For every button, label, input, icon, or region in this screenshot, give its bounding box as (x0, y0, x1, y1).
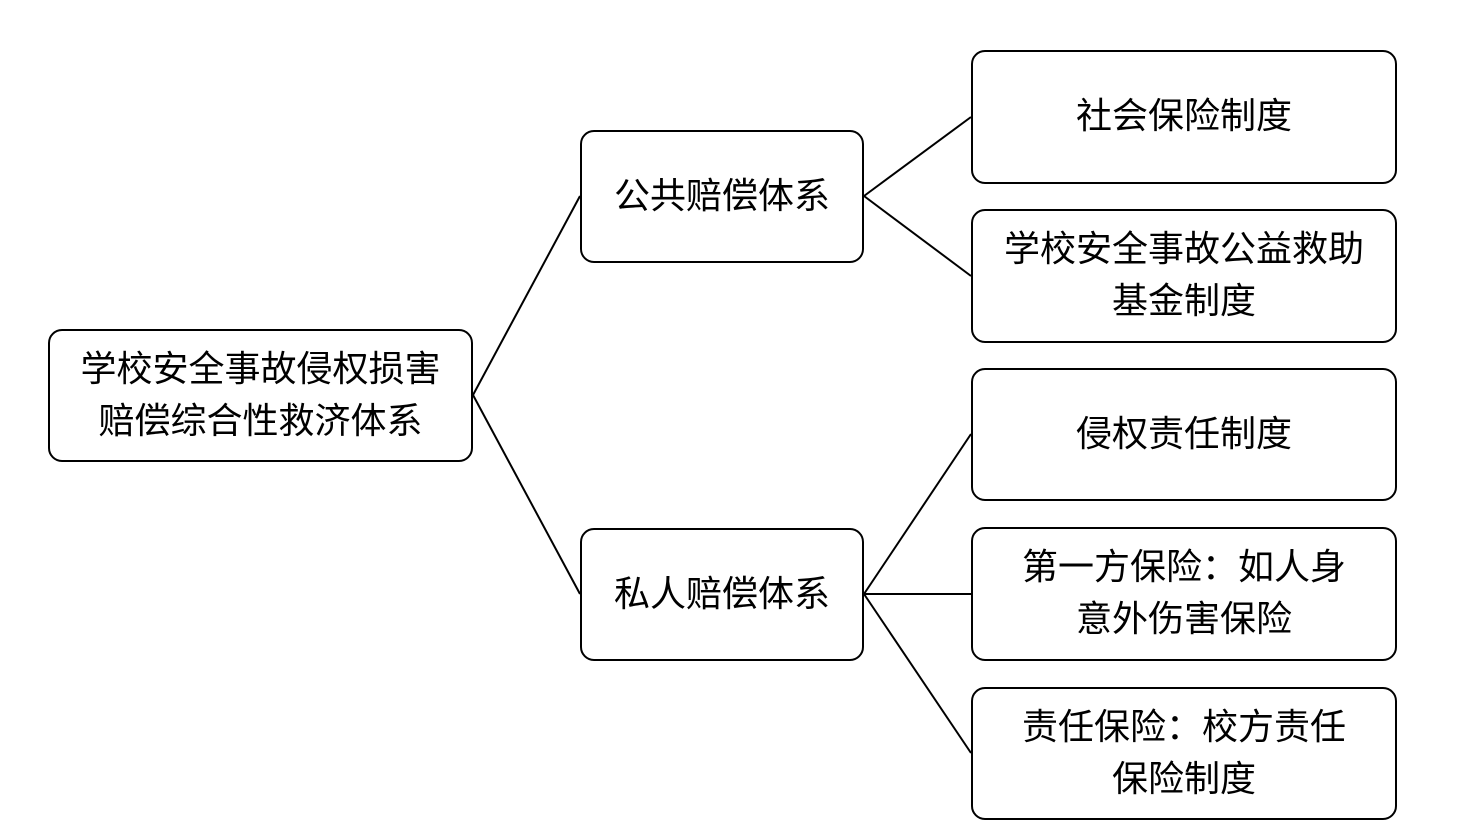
tort-liability-label: 侵权责任制度 (1075, 413, 1292, 455)
edge-private-liability-insurance (863, 593, 972, 754)
tort-liability-node: 侵权责任制度 (971, 368, 1397, 501)
private-compensation-node: 私人赔偿体系 (580, 528, 864, 661)
edge-public-relief-fund (863, 195, 972, 277)
edge-root-public (472, 195, 581, 396)
root-node-label: 学校安全事故侵权损害 赔偿综合性救济体系 (80, 348, 441, 442)
edge-public-social-insurance (863, 116, 972, 197)
public-compensation-node: 公共赔偿体系 (580, 130, 864, 263)
private-compensation-label: 私人赔偿体系 (613, 573, 830, 615)
liability-insurance-label: 责任保险：校方责任 保险制度 (1021, 706, 1346, 800)
social-insurance-label: 社会保险制度 (1075, 96, 1292, 137)
relief-fund-label: 学校安全事故公益救助 基金制度 (1003, 229, 1364, 322)
relief-fund-node: 学校安全事故公益救助 基金制度 (971, 209, 1397, 343)
public-compensation-label: 公共赔偿体系 (613, 175, 830, 217)
edge-root-private (472, 394, 581, 595)
first-party-insurance-node: 第一方保险：如人身 意外伤害保险 (971, 527, 1397, 661)
social-insurance-node: 社会保险制度 (971, 50, 1397, 184)
liability-insurance-node: 责任保险：校方责任 保险制度 (971, 687, 1397, 820)
root-node: 学校安全事故侵权损害 赔偿综合性救济体系 (48, 329, 473, 462)
first-party-insurance-label: 第一方保险：如人身 意外伤害保险 (1021, 547, 1346, 640)
edge-private-tort-liability (863, 433, 972, 595)
